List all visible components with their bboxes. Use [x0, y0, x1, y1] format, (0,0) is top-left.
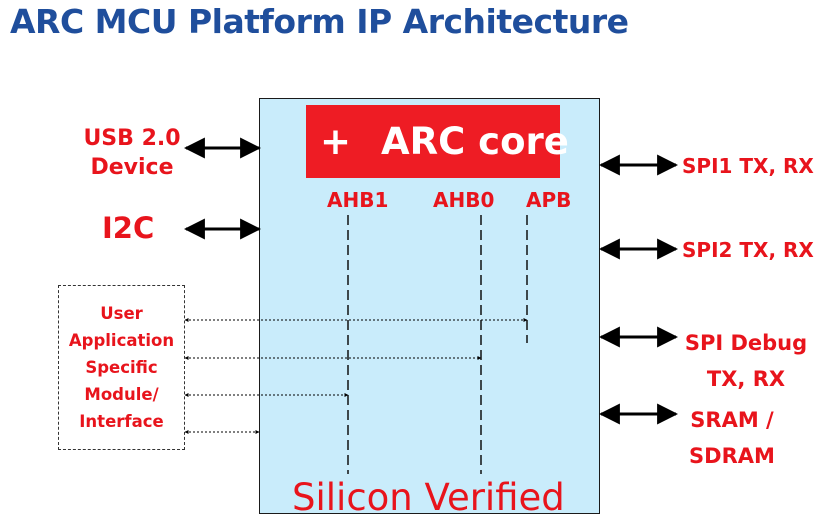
user-module-line: Interface [79, 412, 164, 431]
apb-label: APB [526, 188, 572, 212]
ahb0-label: AHB0 [433, 188, 495, 212]
spi1-label: SPI1 TX, RX [682, 154, 814, 178]
user-module-line: Module/ [84, 385, 159, 404]
i2c-label: I2C [102, 211, 155, 245]
core-plus-sign: + [320, 120, 352, 163]
arc-core-block: + ARC core [306, 105, 569, 178]
sram-label: SRAM / SDRAM [680, 402, 784, 474]
spi2-label: SPI2 TX, RX [682, 238, 814, 262]
silicon-verified-footer: Silicon Verified [292, 476, 565, 519]
usb-label-line1: USB 2.0 [83, 126, 181, 151]
ahb1-label: AHB1 [327, 188, 389, 212]
user-module-line: Specific [85, 358, 158, 377]
core-label: ARC core [381, 120, 569, 163]
usb-device-label: USB 2.0 Device [78, 125, 186, 182]
user-module-line: User [100, 304, 143, 323]
user-module-label: User Application Specific Module/ Interf… [69, 300, 174, 435]
user-module-box: User Application Specific Module/ Interf… [58, 285, 185, 450]
usb-label-line2: Device [90, 154, 174, 180]
user-module-line: Application [68, 331, 175, 350]
spi-debug-line2: TX, RX [706, 367, 786, 391]
sram-line1: SRAM / [690, 408, 774, 432]
page-title: ARC MCU Platform IP Architecture [10, 2, 629, 41]
spi-debug-line1: SPI Debug [684, 331, 808, 355]
spi-debug-label: SPI Debug TX, RX [680, 325, 812, 397]
sram-line2: SDRAM [689, 444, 775, 468]
